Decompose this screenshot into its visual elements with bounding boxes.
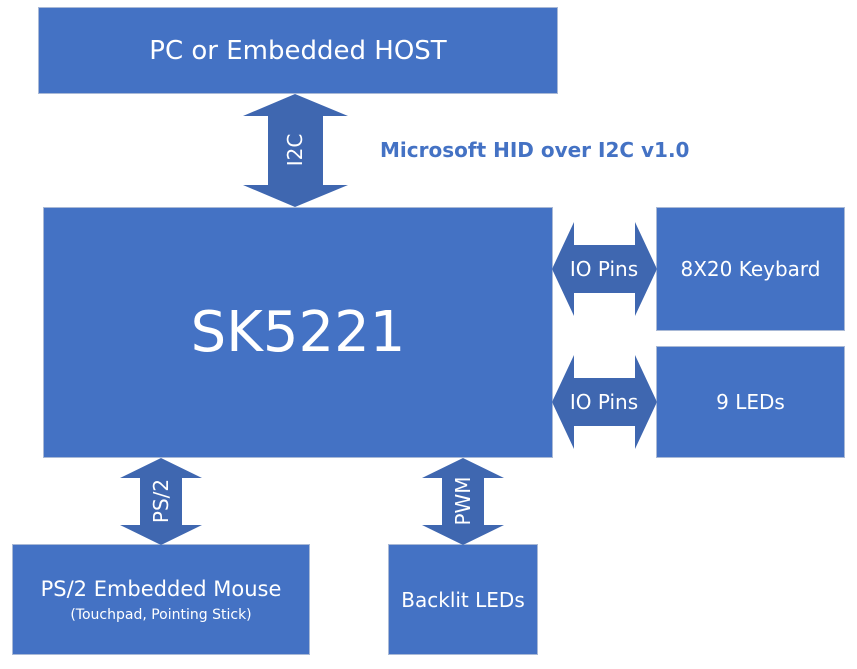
keyboard-label: 8X20 Keybard — [680, 257, 821, 281]
keyboard-box: 8X20 Keybard — [656, 207, 845, 331]
protocol-annotation: Microsoft HID over I2C v1.0 — [380, 138, 690, 162]
pwm-arrow-shape — [422, 458, 504, 545]
backlight-label: Backlit LEDs — [401, 587, 525, 612]
backlight-box: Backlit LEDs — [388, 544, 538, 655]
ps2-arrow-shape — [120, 458, 202, 545]
chip-box: SK5221 — [43, 207, 553, 458]
leds-label: 9 LEDs — [716, 390, 785, 414]
leds-io-arrow: IO Pins — [552, 355, 657, 449]
host-box: PC or Embedded HOST — [38, 7, 558, 94]
i2c-arrow-label: I2C — [283, 133, 307, 167]
ps2-arrow: PS/2 — [120, 458, 202, 545]
ps2-arrow-label: PS/2 — [149, 478, 173, 524]
leds-io-arrow-shape — [552, 355, 657, 449]
keyboard-io-arrow-shape — [552, 222, 657, 316]
pwm-arrow-label: PWM — [451, 476, 475, 526]
mouse-label: PS/2 Embedded Mouse — [40, 576, 282, 601]
chip-label: SK5221 — [190, 300, 406, 365]
i2c-arrow: I2C — [243, 94, 348, 207]
keyboard-io-arrow: IO Pins — [552, 222, 657, 316]
mouse-box: PS/2 Embedded Mouse (Touchpad, Pointing … — [12, 544, 310, 655]
leds-box: 9 LEDs — [656, 346, 845, 458]
i2c-arrow-shape — [243, 94, 348, 207]
host-label: PC or Embedded HOST — [149, 35, 447, 66]
leds-io-arrow-label: IO Pins — [569, 390, 639, 414]
pwm-arrow: PWM — [422, 458, 504, 545]
keyboard-io-arrow-label: IO Pins — [569, 257, 639, 281]
mouse-sublabel: (Touchpad, Pointing Stick) — [70, 606, 252, 623]
